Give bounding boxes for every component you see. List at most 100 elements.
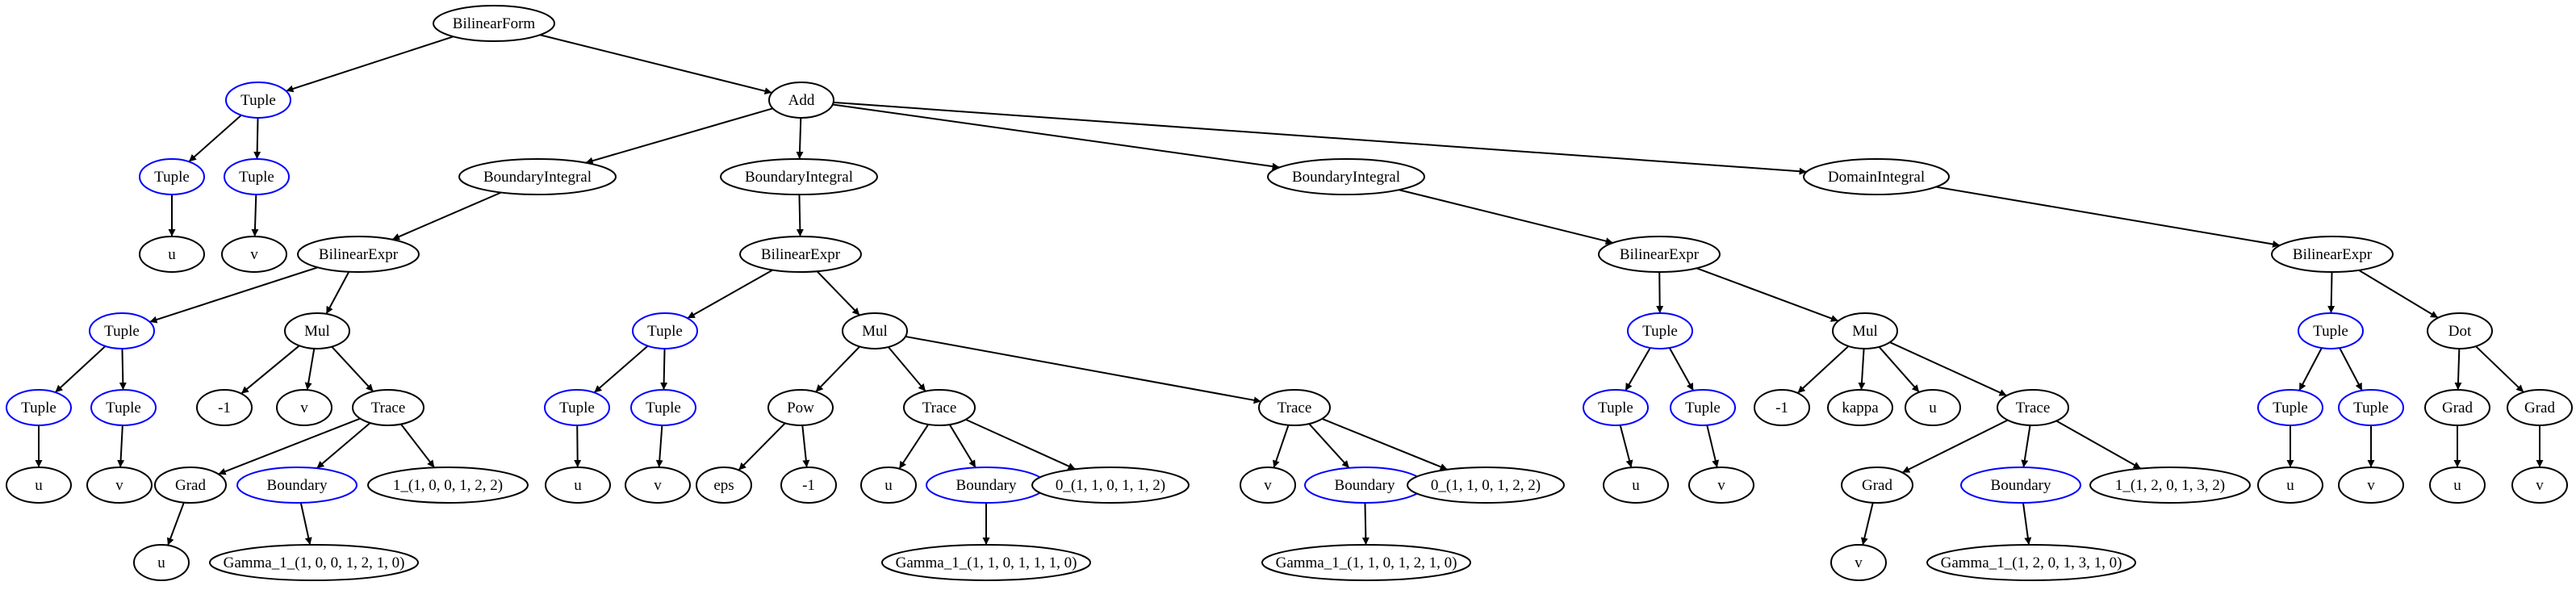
edge-n12-to-n14 [119, 348, 127, 391]
node-label: 0_(1, 1, 0, 1, 2, 2) [1431, 477, 1541, 494]
node-u: u [1603, 467, 1669, 504]
node-ellipse [1583, 389, 1649, 426]
node-label: Boundary [267, 477, 328, 494]
node-tuple: Tuple [225, 82, 291, 119]
node-label: -1 [802, 477, 815, 494]
node-u: u [133, 544, 190, 581]
node-label: u [35, 477, 43, 494]
node-kappa: kappa [1827, 389, 1893, 426]
node-label: Grad [1862, 477, 1892, 494]
node-ellipse [2089, 467, 2251, 504]
node-label: Boundary [1991, 477, 2051, 494]
node-label: BilinearExpr [2293, 246, 2373, 263]
node-tuple: Tuple [1583, 389, 1649, 426]
node-label: v [250, 246, 258, 263]
edge-n17-to-n20 [331, 345, 374, 392]
node-label: Gamma_1_(1, 1, 0, 1, 1, 1, 0) [896, 554, 1077, 571]
node-label: v [654, 477, 662, 494]
node-label: Tuple [2273, 400, 2308, 416]
node-ellipse [1997, 389, 2069, 426]
edge-n12-to-n13 [54, 345, 107, 393]
node-ellipse [1803, 158, 1950, 195]
edge-n33-to-n34 [738, 422, 786, 471]
node-ellipse [2511, 467, 2568, 504]
node-label: kappa [1842, 400, 1879, 416]
node-label: BilinearExpr [761, 246, 841, 263]
node-ellipse [720, 158, 878, 195]
node-ellipse [2298, 312, 2364, 349]
node-label: v [300, 400, 308, 416]
edge-n52-to-n56 [1889, 341, 2007, 397]
node-label: Tuple [2353, 400, 2389, 416]
edge-n6-to-n9 [832, 103, 1280, 170]
node-ellipse [739, 236, 862, 273]
node-boundaryintegral: BoundaryIntegral [1267, 158, 1425, 195]
node-ellipse [780, 467, 837, 504]
node-v: v [625, 467, 691, 504]
edge-n32-to-n41 [905, 335, 1261, 404]
node-tuple: Tuple [544, 389, 610, 426]
node-ellipse [1841, 467, 1913, 504]
node-ellipse [2257, 389, 2323, 426]
node-label: Tuple [647, 323, 683, 340]
node-label: Pow [787, 400, 814, 416]
edge-n27-to-n28 [593, 345, 649, 394]
node-bilinearexpr: BilinearExpr [297, 236, 420, 273]
node-label: u [2453, 477, 2461, 494]
node-eps: eps [696, 467, 752, 504]
node-tuple: Tuple [630, 389, 696, 426]
node-mul: Mul [284, 312, 350, 349]
node-grad: Grad [154, 467, 227, 504]
node-label: v [1855, 554, 1863, 571]
node-u: u [1905, 389, 1961, 426]
node-label: v [2367, 477, 2375, 494]
node-tuple: Tuple [2257, 389, 2323, 426]
node-gamma-1-1-1-0-1-2-1-0: Gamma_1_(1, 1, 0, 1, 2, 1, 0) [1261, 544, 1471, 581]
node-label: Grad [2442, 400, 2473, 416]
edge-n8-to-n26 [796, 194, 804, 237]
node-label: Tuple [2313, 323, 2348, 340]
node-label: BoundaryIntegral [1292, 169, 1400, 186]
node-label: Boundary [956, 477, 1017, 494]
node-trace: Trace [1258, 389, 1331, 426]
edge-n41-to-n42 [1273, 425, 1290, 468]
node-ellipse [2507, 389, 2573, 426]
node-v: v [1830, 544, 1887, 581]
edge-n63-to-n64 [2298, 347, 2323, 391]
node-ellipse [1261, 544, 1471, 581]
node-tuple: Tuple [2338, 389, 2404, 426]
node-tuple: Tuple [2298, 312, 2364, 349]
edge-n32-to-n33 [815, 345, 860, 393]
edge-n6-to-n8 [796, 117, 804, 160]
node-ellipse [196, 389, 253, 426]
edge-n68-to-n71 [2475, 345, 2524, 393]
edge-n14-to-n16 [117, 425, 125, 468]
node-bilinearexpr: BilinearExpr [739, 236, 862, 273]
edge-n56-to-n59 [2021, 425, 2031, 468]
node-label: Trace [2016, 400, 2051, 416]
node-tuple: Tuple [632, 312, 698, 349]
edge-n11-to-n17 [325, 271, 350, 315]
edge-n29-to-n31 [655, 425, 663, 468]
node-ellipse [86, 467, 153, 504]
edge-n56-to-n61 [2055, 420, 2142, 470]
node-label: DomainIntegral [1828, 169, 1925, 186]
node-ellipse [544, 389, 610, 426]
node-label: Gamma_1_(1, 2, 0, 1, 3, 1, 0) [1941, 554, 2122, 571]
node-ellipse [1832, 312, 1898, 349]
node-ellipse [139, 236, 205, 273]
edge-n36-to-n37 [898, 424, 930, 470]
node-label: Grad [2524, 400, 2555, 416]
node-tuple: Tuple [139, 158, 205, 195]
node-tuple: Tuple [1627, 312, 1693, 349]
edge-n11-to-n12 [149, 266, 318, 324]
node-label: u [1929, 400, 1937, 416]
node-ellipse [224, 158, 290, 195]
edge-n46-to-n47 [1656, 271, 1664, 314]
node-ellipse [1258, 389, 1331, 426]
edge-n26-to-n27 [687, 269, 773, 320]
node-label: Trace [922, 400, 957, 416]
node-label: BilinearExpr [1620, 246, 1700, 263]
edge-n62-to-n68 [2358, 269, 2439, 319]
